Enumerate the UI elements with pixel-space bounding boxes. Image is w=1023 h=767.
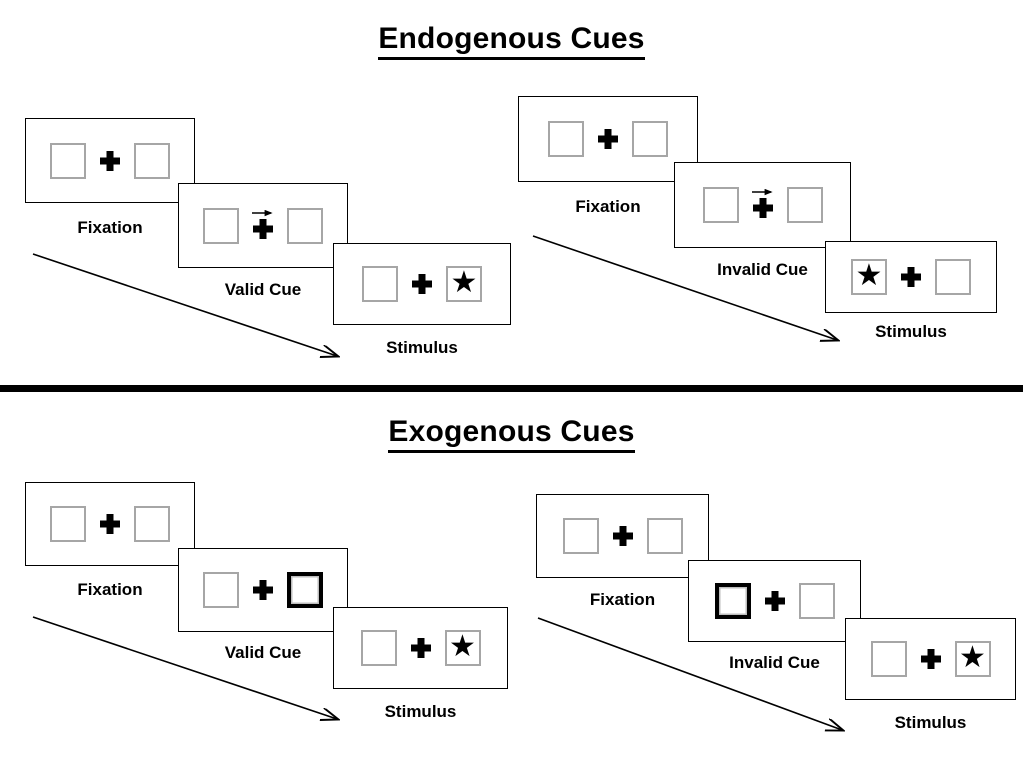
panel-endogenous-valid-cue: [178, 183, 348, 268]
fixation-cross-icon: [901, 267, 921, 287]
fixation-cross-icon: [921, 649, 941, 669]
right-box: [786, 187, 823, 223]
stage-label-exogenous-invalid-fixation: Fixation: [589, 590, 656, 609]
section-title-exogenous: Exogenous Cues: [0, 415, 1023, 453]
section-title-endogenous-text: Endogenous Cues: [378, 22, 645, 60]
left-box: [562, 518, 599, 554]
stage-label-endogenous-invalid-stimulus: Stimulus: [875, 322, 947, 341]
star-icon: ★: [449, 630, 476, 663]
right-box: [134, 142, 170, 179]
arrow-right-icon: [252, 209, 273, 216]
star-icon: ★: [855, 259, 883, 292]
fixation-cross-icon: [100, 514, 120, 534]
panel-exogenous-invalid-fixation: [536, 494, 709, 578]
stage-label-exogenous-invalid-cue: Invalid Cue: [729, 653, 820, 672]
stage-label-endogenous-valid-stimulus: Stimulus: [386, 338, 458, 357]
panel-endogenous-invalid-fixation: [518, 96, 698, 182]
left-box: [203, 572, 239, 608]
panel-endogenous-valid-fixation: [25, 118, 195, 203]
panel-exogenous-invalid-stimulus: ★: [845, 618, 1016, 700]
right-box-with-target: ★: [444, 630, 481, 666]
fixation-cross-icon: [411, 638, 431, 658]
panel-endogenous-invalid-cue: [674, 162, 851, 248]
star-icon: ★: [959, 641, 986, 674]
stage-label-exogenous-valid-fixation: Fixation: [77, 580, 143, 599]
left-box: [203, 207, 239, 244]
left-box-cued: [714, 583, 751, 619]
fixation-cross-icon: [598, 129, 618, 149]
fixation-cross-icon: [253, 219, 273, 239]
right-box-with-target: ★: [446, 266, 482, 302]
time-arrow-endogenous-valid: [32, 253, 355, 370]
right-box: [632, 121, 668, 157]
panel-exogenous-valid-cue: [178, 548, 348, 632]
time-arrow-endogenous-invalid: [532, 235, 855, 354]
right-box: [134, 506, 170, 542]
section-divider: [0, 385, 1023, 392]
stage-label-exogenous-valid-stimulus: Stimulus: [384, 702, 457, 721]
stage-label-endogenous-valid-cue: Valid Cue: [224, 280, 302, 299]
stage-label-endogenous-valid-fixation: Fixation: [77, 218, 143, 237]
right-box-cued: [287, 572, 323, 608]
panel-exogenous-valid-stimulus: ★: [333, 607, 508, 689]
right-box: [798, 583, 835, 619]
cue-slot: [252, 208, 273, 244]
fixation-cross-icon: [100, 151, 120, 171]
fixation-cross-icon: [765, 591, 785, 611]
arrow-right-icon: [751, 188, 773, 196]
left-box: [702, 187, 739, 223]
panel-endogenous-valid-stimulus: ★: [333, 243, 511, 325]
fixation-cross-icon: [613, 526, 633, 546]
left-box: [50, 142, 86, 179]
time-arrow-exogenous-valid: [32, 616, 355, 733]
panel-exogenous-valid-fixation: [25, 482, 195, 566]
star-icon: ★: [450, 266, 478, 299]
right-box: [287, 207, 323, 244]
cue-slot: [751, 187, 773, 223]
panel-endogenous-invalid-stimulus: ★: [825, 241, 997, 313]
time-arrow-exogenous-invalid: [537, 617, 860, 746]
right-box: [646, 518, 683, 554]
left-box-with-target: ★: [851, 259, 887, 295]
left-box: [362, 266, 398, 302]
left-box: [870, 641, 907, 677]
panel-exogenous-invalid-cue: [688, 560, 861, 642]
stage-label-exogenous-valid-cue: Valid Cue: [224, 643, 302, 662]
stage-label-exogenous-invalid-stimulus: Stimulus: [894, 713, 967, 732]
stage-label-endogenous-invalid-fixation: Fixation: [575, 197, 641, 216]
left-box: [50, 506, 86, 542]
fixation-cross-icon: [753, 198, 773, 218]
left-box: [360, 630, 397, 666]
right-box: [935, 259, 971, 295]
right-box-with-target: ★: [954, 641, 991, 677]
stage-label-endogenous-invalid-cue: Invalid Cue: [717, 260, 808, 279]
fixation-cross-icon: [253, 580, 273, 600]
section-title-endogenous: Endogenous Cues: [0, 22, 1023, 60]
left-box: [548, 121, 584, 157]
fixation-cross-icon: [412, 274, 432, 294]
section-title-exogenous-text: Exogenous Cues: [388, 415, 635, 453]
